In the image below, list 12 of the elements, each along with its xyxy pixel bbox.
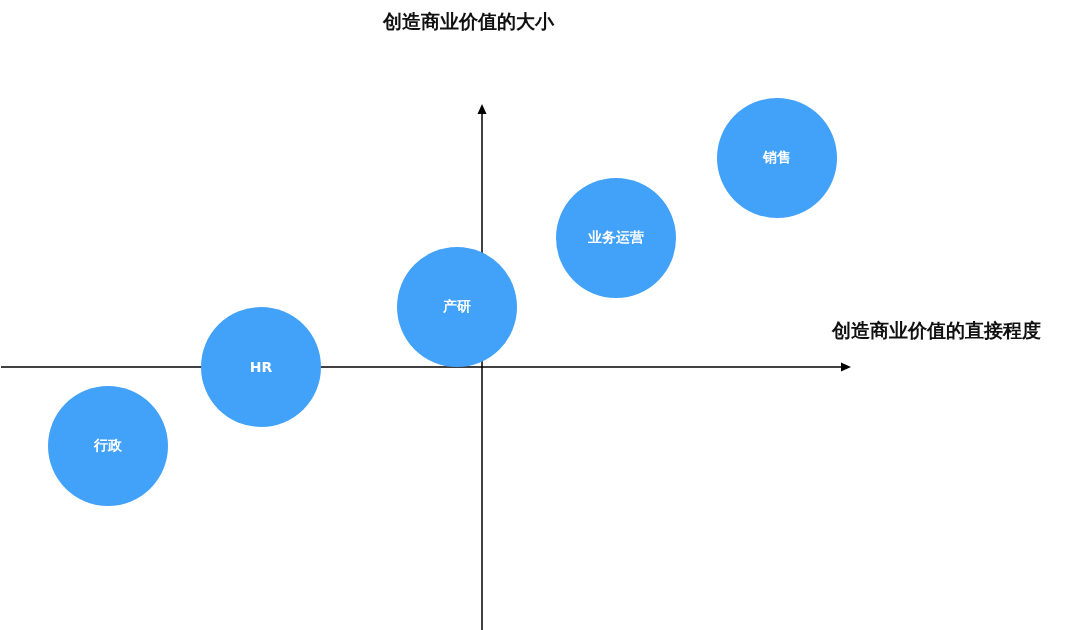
axis-title: 创造商业价值的直接程度 [832,318,1041,343]
bubble [397,247,517,367]
bubble-label: 销售 [763,149,791,167]
bubble [201,307,321,427]
bubble-label: HR [249,359,273,375]
axis-title: 创造商业价值的大小 [383,9,554,34]
bubble-label: 业务运营 [588,229,644,247]
bubble [556,178,676,298]
bubble [48,386,168,506]
bubble [717,98,837,218]
bubble-label: 行政 [94,437,122,455]
bubble-label: 产研 [443,298,471,316]
